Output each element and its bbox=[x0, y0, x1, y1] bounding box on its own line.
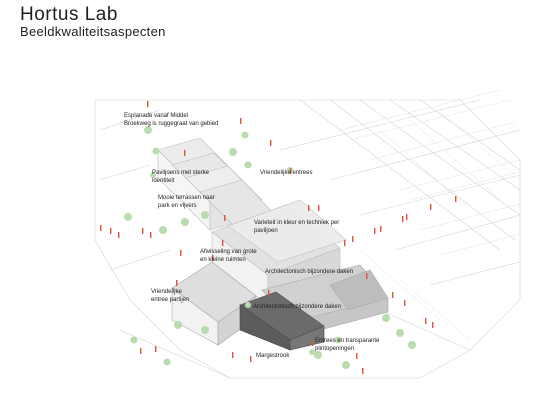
page-title: Hortus Lab bbox=[20, 4, 118, 25]
trees bbox=[124, 126, 416, 369]
annotation-vriendelijke-entree-partijen: Vriendelijke entree partijen bbox=[151, 289, 190, 303]
annotation-varieteit-kleur: Varieteit in kleur en techniek per pavil… bbox=[254, 220, 340, 234]
pavilion-dark bbox=[239, 291, 325, 351]
annotation-margestrook: Margestrook bbox=[256, 353, 290, 359]
annotation-entrees-plintopeningen: Entrees en transparante plintopeningen bbox=[315, 338, 380, 352]
annotation-afwisseling-ruimten: Afwisseling van grote en kleine ruimten bbox=[200, 249, 257, 263]
annotation-esplanade: Esplanade vanaf Middel Broekweg is rugge… bbox=[124, 113, 219, 127]
annotation-mooie-terrassen: Mooie terrassen naar park en vijvers bbox=[158, 195, 215, 209]
annotation-vriendelijke-entrees: Vriendelijke entrees bbox=[260, 170, 313, 176]
annotation-paviljoens-identiteit: Paviljoens met sterke identiteit bbox=[152, 170, 210, 184]
page-subtitle: Beeldkwaliteitsaspecten bbox=[20, 24, 166, 39]
context-linework bbox=[94, 99, 521, 379]
annotation-bijzondere-daken-2: Architectonisch bijzondere daken bbox=[253, 304, 342, 310]
annotation-bijzondere-daken-1: Architectonisch bijzondere daken bbox=[265, 269, 354, 275]
pavilion-middle bbox=[211, 199, 347, 306]
people-figures bbox=[100, 101, 457, 374]
